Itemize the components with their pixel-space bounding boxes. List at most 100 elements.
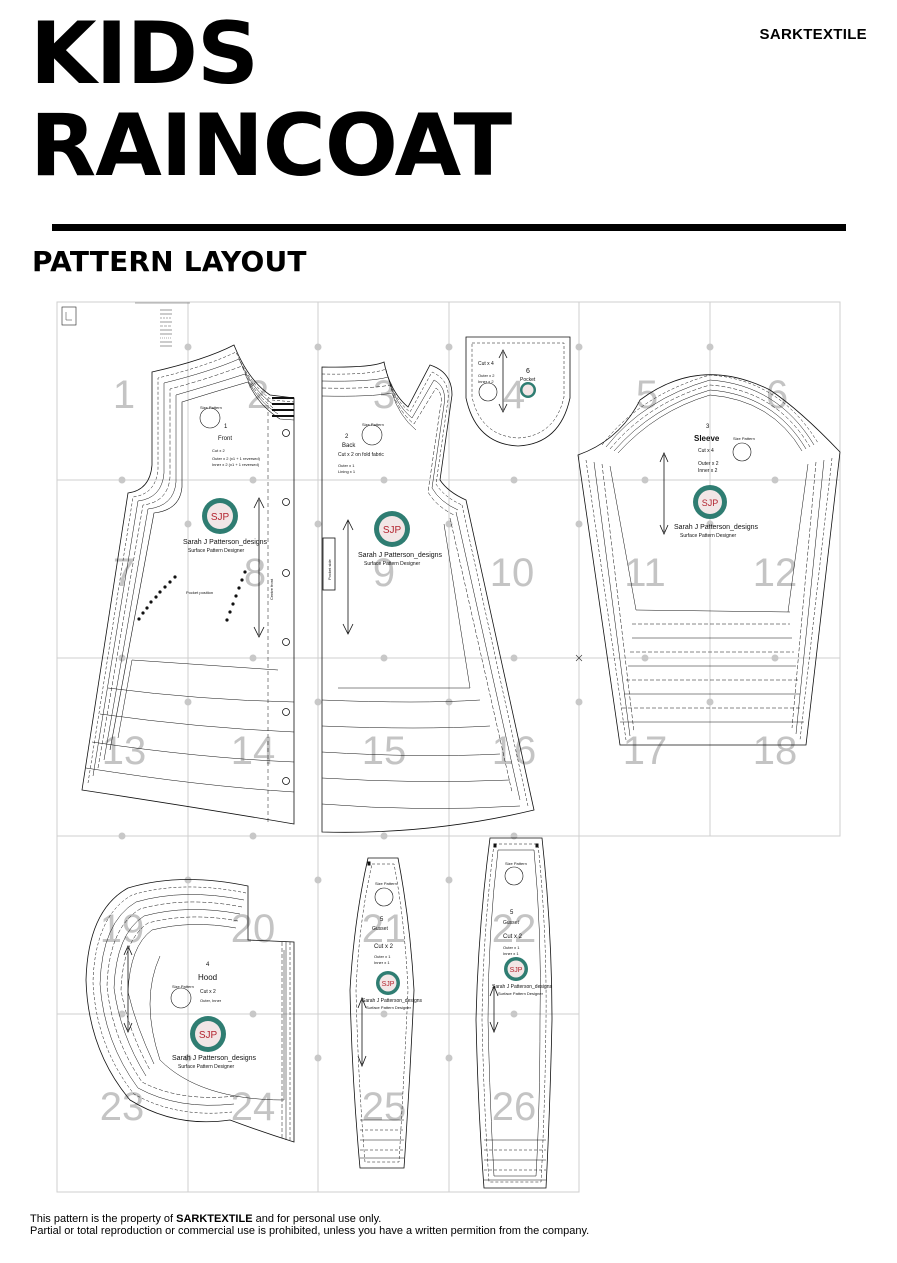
sleeve-piece — [577, 374, 841, 746]
gusset-a-name: Gusset — [372, 926, 388, 932]
tile-number: 1 — [113, 373, 135, 417]
tile-number: 4 — [503, 373, 525, 417]
gusset-b-labels: Size Pattern 5 Gusset Cut x 2 Outer x 1 … — [492, 861, 553, 996]
front-logo-initials: SJP — [211, 512, 230, 523]
tile-number: 3 — [373, 373, 395, 417]
brand-name: SARKTEXTILE — [759, 26, 867, 43]
footer-line-2: Partial or total reproduction or commerc… — [30, 1225, 590, 1237]
back-labels: Size Pattern 2 Back Cut x 2 on fold fabr… — [327, 422, 443, 580]
front-designer-role: Surface Pattern Designer — [188, 548, 244, 554]
sleeve-note-1: Outer x 2 — [698, 461, 719, 467]
gusset-b-note-1: Outer x 1 — [503, 945, 520, 950]
front-logo: SJP — [202, 498, 238, 534]
registration-dots — [118, 343, 779, 1062]
gusset-b-designer-name: Sarah J Patterson_designs — [492, 984, 553, 990]
hood-number: 4 — [206, 962, 210, 968]
back-note-2: Lining x 1 — [338, 469, 356, 474]
sleeve-note-2: Inner x 2 — [698, 468, 718, 474]
sleeve-number: 3 — [706, 424, 710, 430]
back-logo-initials: SJP — [383, 525, 402, 536]
gusset-piece-b — [475, 837, 553, 1189]
footer-notice: This pattern is the property of SARKTEXT… — [30, 1213, 589, 1237]
hood-logo-initials: SJP — [199, 1030, 218, 1041]
pocket-note-2: Inner x 2 — [478, 379, 494, 384]
pocket-side-label: Pocket side — [327, 559, 332, 580]
front-note-1: Outer x 2 (x1 + 1 reversed) — [212, 456, 261, 461]
tile-number: 10 — [490, 551, 535, 595]
tile-number: 26 — [492, 1085, 537, 1129]
gusset-piece-a — [349, 857, 415, 1169]
back-name: Back — [342, 443, 356, 449]
front-designer-name: Sarah J Patterson_designs — [183, 539, 268, 546]
tile-number: 12 — [753, 551, 798, 595]
gusset-b-logo: SJP — [504, 957, 528, 981]
footer-line-1: This pattern is the property of SARKTEXT… — [30, 1213, 589, 1225]
title-line-2: RAINCOAT — [30, 96, 512, 196]
front-number: 1 — [224, 424, 228, 430]
tile-number: 24 — [231, 1085, 276, 1129]
footer-prefix: This pattern is the property of — [30, 1213, 177, 1225]
pocket-position-label: Pocket position — [186, 590, 213, 595]
tile-grid — [56, 301, 841, 1193]
gusset-b-cut: Cut x 2 — [503, 934, 523, 940]
tile-number: 16 — [492, 729, 537, 773]
back-note-1: Outer x 1 — [338, 463, 355, 468]
front-note-2: Inner x 2 (x1 + 1 reversed) — [212, 462, 260, 467]
footer-suffix: and for personal use only. — [252, 1213, 382, 1225]
sleeve-designer-role: Surface Pattern Designer — [680, 533, 736, 539]
tile-number: 23 — [100, 1085, 145, 1129]
size-pattern-label: Size Pattern — [200, 405, 222, 410]
pocket-piece — [465, 336, 571, 447]
hood-designer-name: Sarah J Patterson_designs — [172, 1055, 257, 1062]
pocket-logo — [520, 382, 536, 398]
tile-number: 9 — [373, 551, 395, 595]
size-legend — [61, 302, 190, 347]
document-title: KIDS RAINCOAT — [30, 8, 512, 196]
pocket-note-1: Outer x 2 — [478, 373, 495, 378]
hood-labels: Size Pattern 4 Hood Cut x 2 Outer, Inner… — [172, 962, 257, 1070]
footer-brand: SARKTEXTILE — [176, 1213, 253, 1225]
pocket-name: Pocket — [520, 377, 536, 383]
gusset-a-logo: SJP — [376, 971, 400, 995]
pocket-cut: Cut x 4 — [478, 361, 494, 367]
gusset-b-name: Gusset — [503, 920, 519, 926]
gusset-a-designer-name: Sarah J Patterson_designs — [362, 998, 423, 1004]
back-designer-name: Sarah J Patterson_designs — [358, 552, 443, 559]
hood-name: Hood — [198, 973, 217, 982]
title-divider — [52, 224, 846, 231]
hood-logo: SJP — [190, 1016, 226, 1052]
sleeve-designer-name: Sarah J Patterson_designs — [674, 524, 759, 531]
pocket-number: 6 — [526, 368, 530, 375]
front-piece — [81, 344, 295, 825]
tile-number: 17 — [623, 729, 668, 773]
hood-size-pattern-label: Size Pattern — [172, 984, 194, 989]
tile-number: 14 — [231, 729, 276, 773]
hood-designer-role: Surface Pattern Designer — [178, 1064, 234, 1070]
sleeve-size-pattern-label: Size Pattern — [733, 436, 755, 441]
hood-cut: Cut x 2 — [200, 989, 216, 995]
gusset-b-designer-role: Surface Pattern Designer — [498, 991, 544, 996]
front-pocket-dots — [137, 570, 247, 622]
centre-front-label: Centre front — [269, 578, 274, 600]
front-labels: Size Pattern 1 Front Cut x 2 Outer x 2 (… — [183, 405, 274, 600]
tile-numbers: 1 2 3 4 5 6 7 8 9 10 11 12 13 14 15 16 1… — [100, 373, 798, 1129]
tile-number: 11 — [624, 551, 666, 595]
back-size-pattern-label: Size Pattern — [362, 422, 384, 427]
hood-note-1: Outer, Inner — [200, 998, 222, 1003]
hood-piece — [85, 879, 295, 1143]
sleeve-labels: Size Pattern 3 Sleeve Cut x 4 Outer x 2 … — [674, 424, 759, 539]
sleeve-logo: SJP — [693, 485, 727, 519]
tile-number: 25 — [362, 1085, 407, 1129]
gusset-b-logo-initials: SJP — [510, 967, 523, 974]
back-designer-role: Surface Pattern Designer — [364, 561, 420, 567]
tile-number: 21 — [362, 907, 407, 951]
gusset-a-labels: Size Pattern 5 Gusset Cut x 2 Outer x 1 … — [362, 881, 423, 1010]
gusset-a-logo-initials: SJP — [382, 981, 395, 988]
sleeve-name: Sleeve — [694, 434, 720, 443]
front-name: Front — [218, 436, 232, 442]
tile-number: 18 — [753, 729, 798, 773]
gusset-a-cut: Cut x 2 — [374, 944, 394, 950]
gusset-a-size-pattern-label: Size Pattern — [375, 881, 397, 886]
gusset-a-note-1: Outer x 1 — [374, 954, 391, 959]
